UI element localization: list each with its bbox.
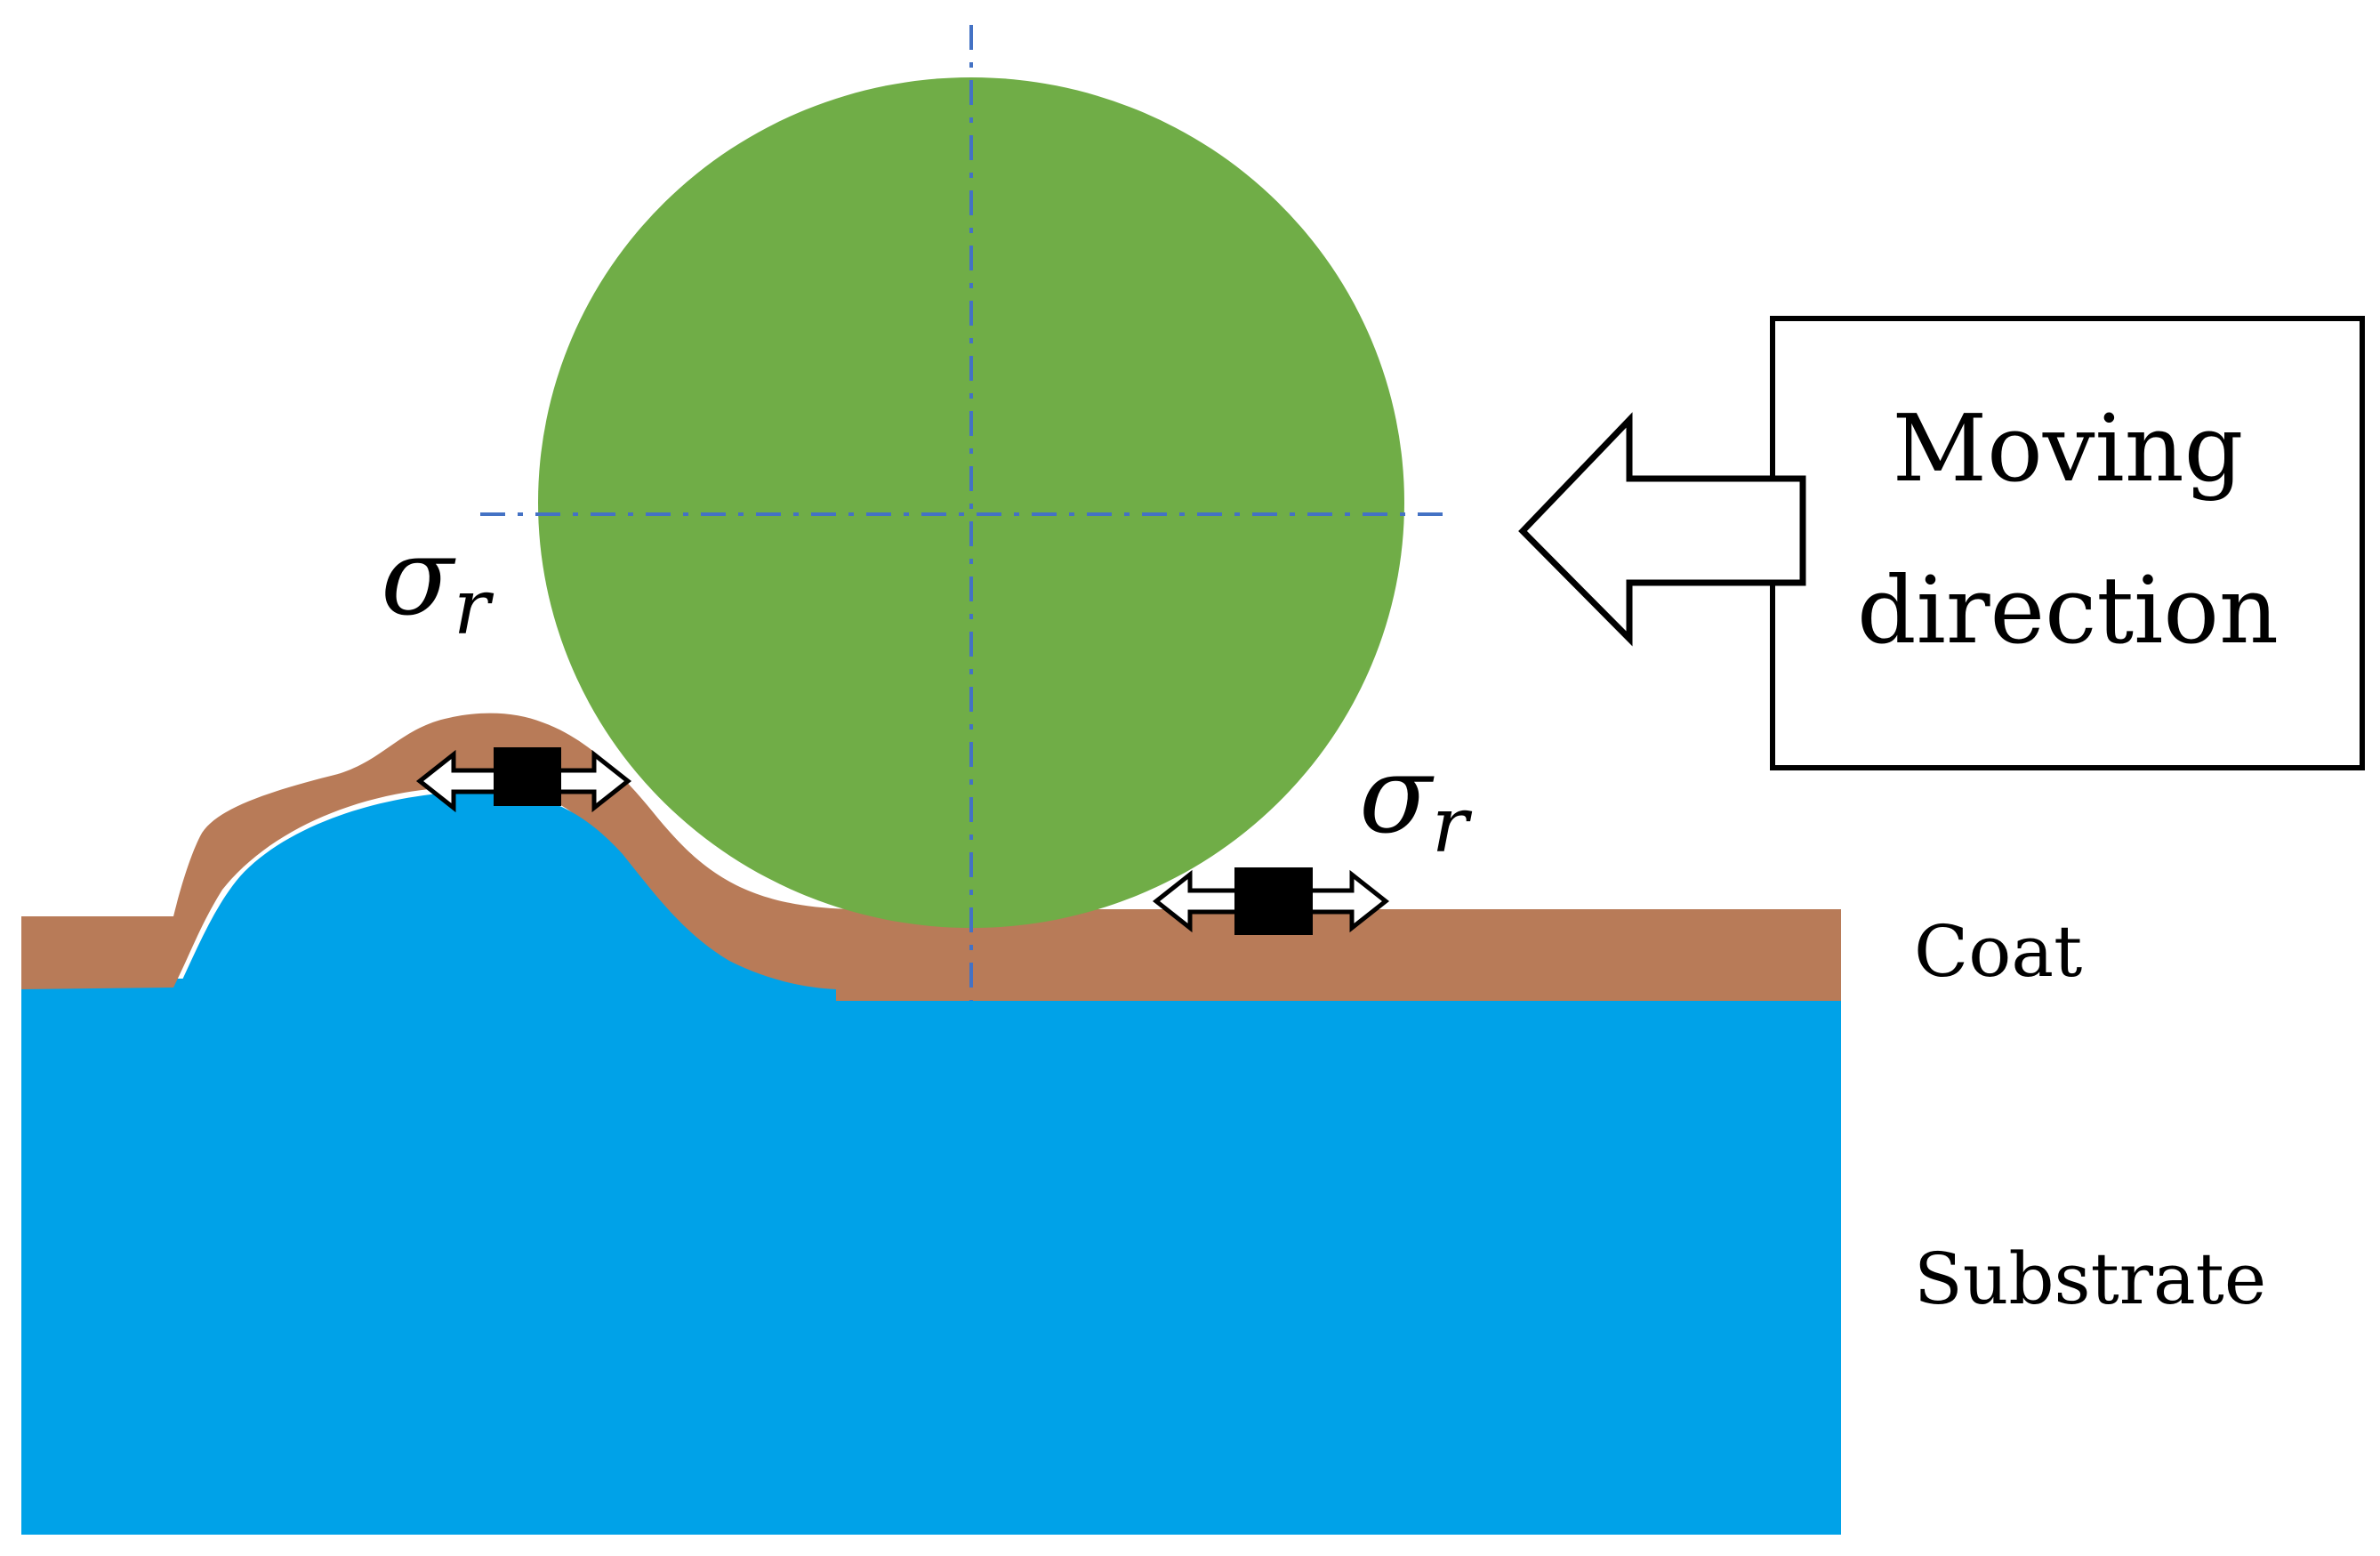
sigma-left-symbol: σ [381,516,456,640]
stress-marker-icon [415,747,632,813]
moving-direction-box [1770,316,2365,770]
moving-direction-label-line2: direction [1857,556,2279,665]
rolling-ball [538,77,1404,928]
sigma-right-subscript: r [1432,781,1473,870]
substrate-label: Substrate [1914,1238,2266,1320]
stress-marker-icon [1152,867,1390,935]
moving-direction-label-line1: Moving [1893,394,2244,503]
sigma-r-right-label: σr [1359,734,1473,870]
sigma-right-symbol: σ [1359,734,1435,858]
arrow-left-icon [1518,412,1806,647]
sigma-left-subscript: r [454,563,494,652]
sigma-r-left-label: σr [381,516,494,652]
substrate-bump [178,791,836,1001]
coat-label: Coat [1914,910,2082,993]
substrate-layer [21,979,1841,1535]
